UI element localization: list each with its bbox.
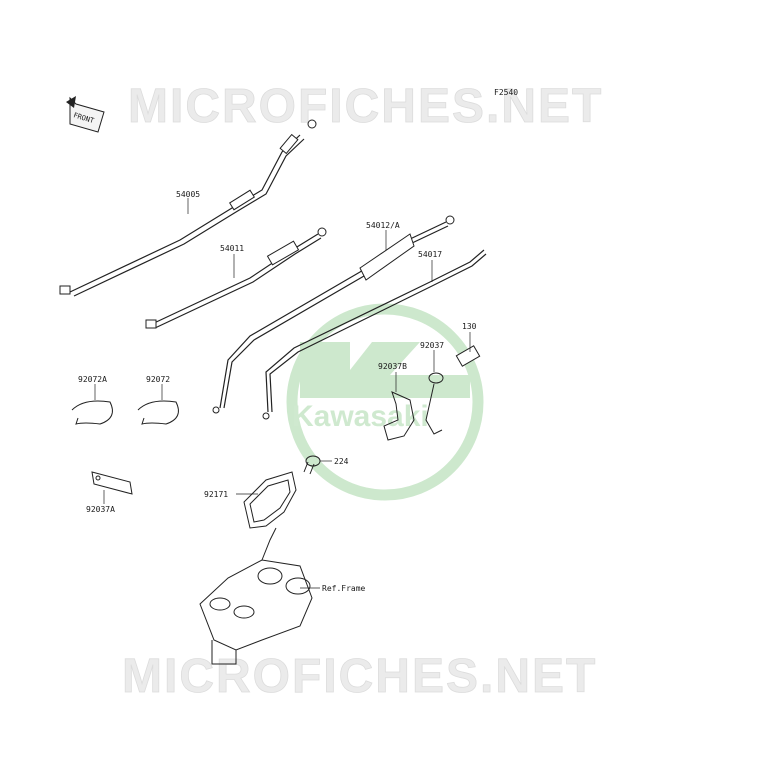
label-92037[interactable]: 92037 xyxy=(420,341,444,350)
kawasaki-logo-watermark: Kawasaki xyxy=(286,303,484,501)
figure-code: F2540 xyxy=(494,88,518,97)
label-ref-frame[interactable]: Ref.Frame xyxy=(322,584,366,593)
label-92037a[interactable]: 92037A xyxy=(86,505,115,514)
kawasaki-logo-text: Kawasaki xyxy=(292,400,429,433)
label-92037b[interactable]: 92037B xyxy=(378,362,407,371)
label-54005[interactable]: 54005 xyxy=(176,190,200,199)
part-92037a-plate[interactable] xyxy=(91,471,133,495)
part-92072a-band[interactable] xyxy=(71,400,113,425)
label-54012a[interactable]: 54012/A xyxy=(366,221,400,230)
cable-54005[interactable] xyxy=(59,119,317,297)
label-54011[interactable]: 54011 xyxy=(220,244,244,253)
label-54017[interactable]: 54017 xyxy=(418,250,442,259)
part-92072-band[interactable] xyxy=(137,400,179,425)
label-92072a[interactable]: 92072A xyxy=(78,375,107,384)
front-arrow-icon: FRONT xyxy=(66,96,105,133)
part-92037-clamp[interactable] xyxy=(425,372,444,435)
cable-54011[interactable] xyxy=(145,227,327,329)
part-92171-guide[interactable] xyxy=(243,471,297,529)
cable-54012a[interactable] xyxy=(212,215,455,414)
label-130[interactable]: 130 xyxy=(462,322,477,331)
watermark-bottom: MICROFICHES.NET xyxy=(122,650,597,703)
label-92171[interactable]: 92171 xyxy=(204,490,228,499)
label-92072[interactable]: 92072 xyxy=(146,375,170,384)
part-130-adjuster[interactable] xyxy=(455,345,481,367)
part-92037b-bracket[interactable] xyxy=(383,391,415,441)
frame-head-pipe[interactable] xyxy=(199,527,313,665)
watermark-top: MICROFICHES.NET xyxy=(128,80,603,133)
cable-54017[interactable] xyxy=(262,249,487,420)
label-224[interactable]: 224 xyxy=(334,457,349,466)
